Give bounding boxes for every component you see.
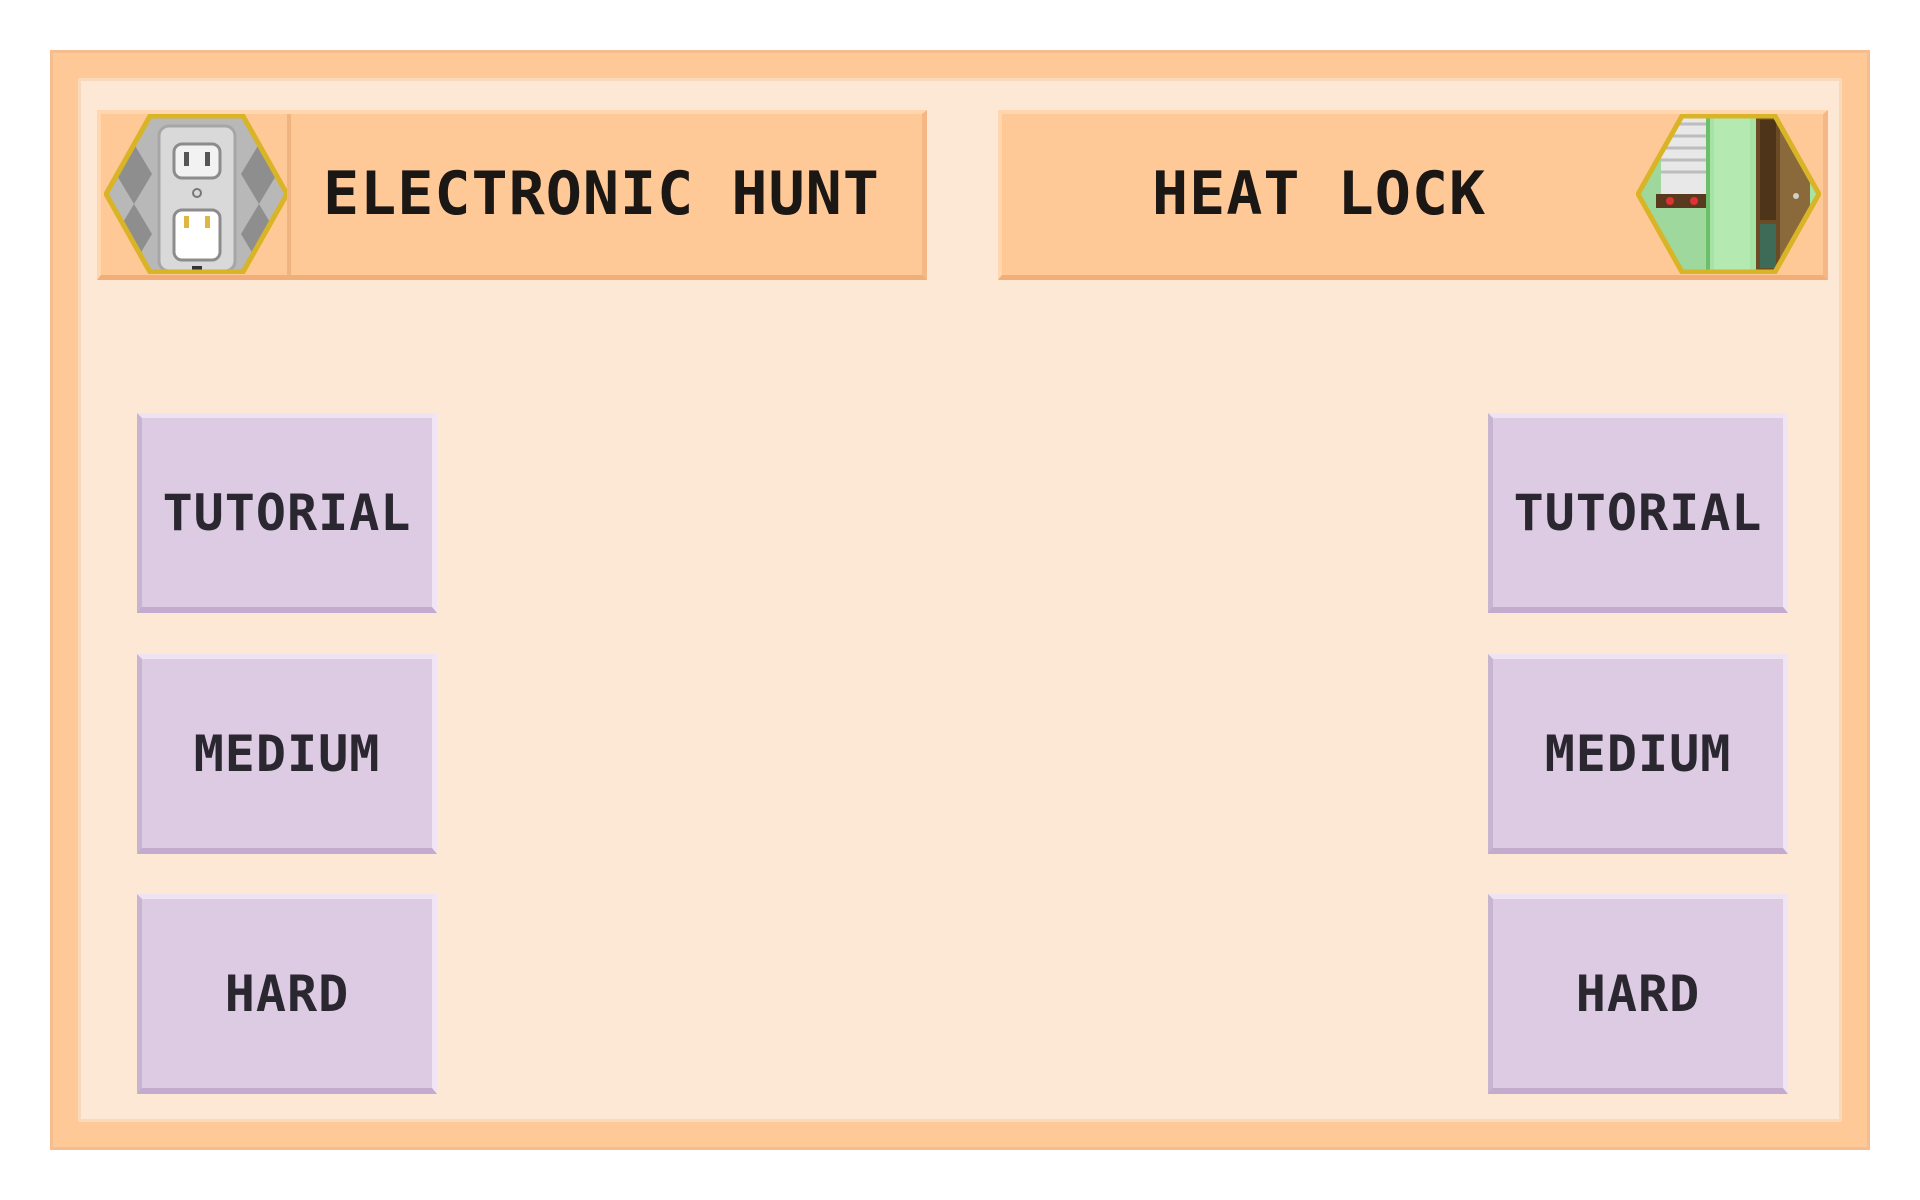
power-outlet-icon — [104, 114, 289, 274]
game-panel-heat-lock: HEAT LOCK — [998, 110, 1828, 280]
electronic-hunt-tutorial-button[interactable]: TUTORIAL — [137, 413, 437, 613]
heat-lock-medium-button[interactable]: MEDIUM — [1488, 654, 1788, 854]
heat-lock-hard-button[interactable]: HARD — [1488, 894, 1788, 1094]
electronic-hunt-hard-button[interactable]: HARD — [137, 894, 437, 1094]
game-title: ELECTRONIC HUNT — [323, 159, 880, 229]
window-door-icon — [1636, 114, 1821, 274]
electronic-hunt-medium-button[interactable]: MEDIUM — [137, 654, 437, 854]
panel-divider — [287, 114, 291, 275]
heat-lock-tutorial-button[interactable]: TUTORIAL — [1488, 413, 1788, 613]
game-panel-electronic-hunt: ELECTRONIC HUNT — [97, 110, 927, 280]
game-title: HEAT LOCK — [1152, 159, 1487, 229]
